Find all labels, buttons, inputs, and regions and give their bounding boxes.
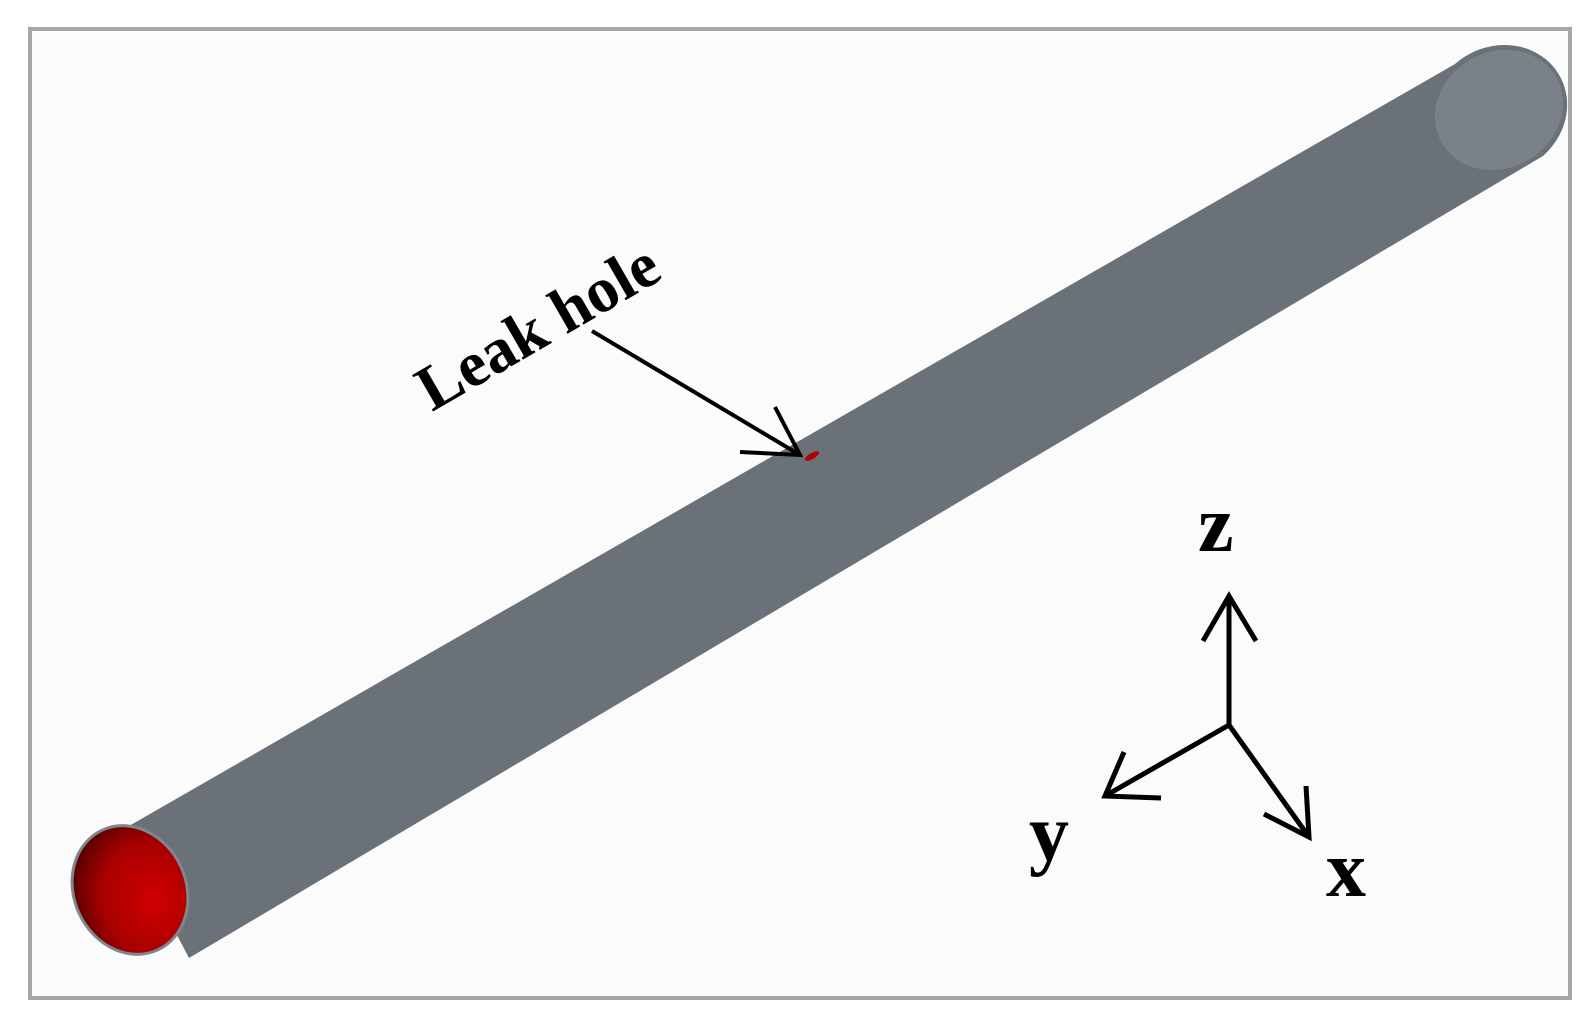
z-axis-arrowhead [1200,591,1259,643]
pipe [70,45,1568,959]
x-axis-line [1226,723,1312,839]
leak-hole-arrowhead [739,406,804,458]
coordinate-axes: z y x [1029,481,1366,914]
leak-hole-arrow-shaft [590,329,802,457]
x-axis-label: x [1326,826,1366,914]
leak-hole [804,451,820,461]
y-axis-line [1103,722,1231,799]
y-axis-arrowhead [1101,751,1162,801]
y-axis-label: y [1029,790,1069,878]
pipe-far-end [1434,49,1564,171]
z-axis-label: z [1198,481,1234,569]
x-axis-arrowhead [1262,785,1312,842]
pipe-body [122,45,1568,959]
pipe-open-end [70,824,190,956]
